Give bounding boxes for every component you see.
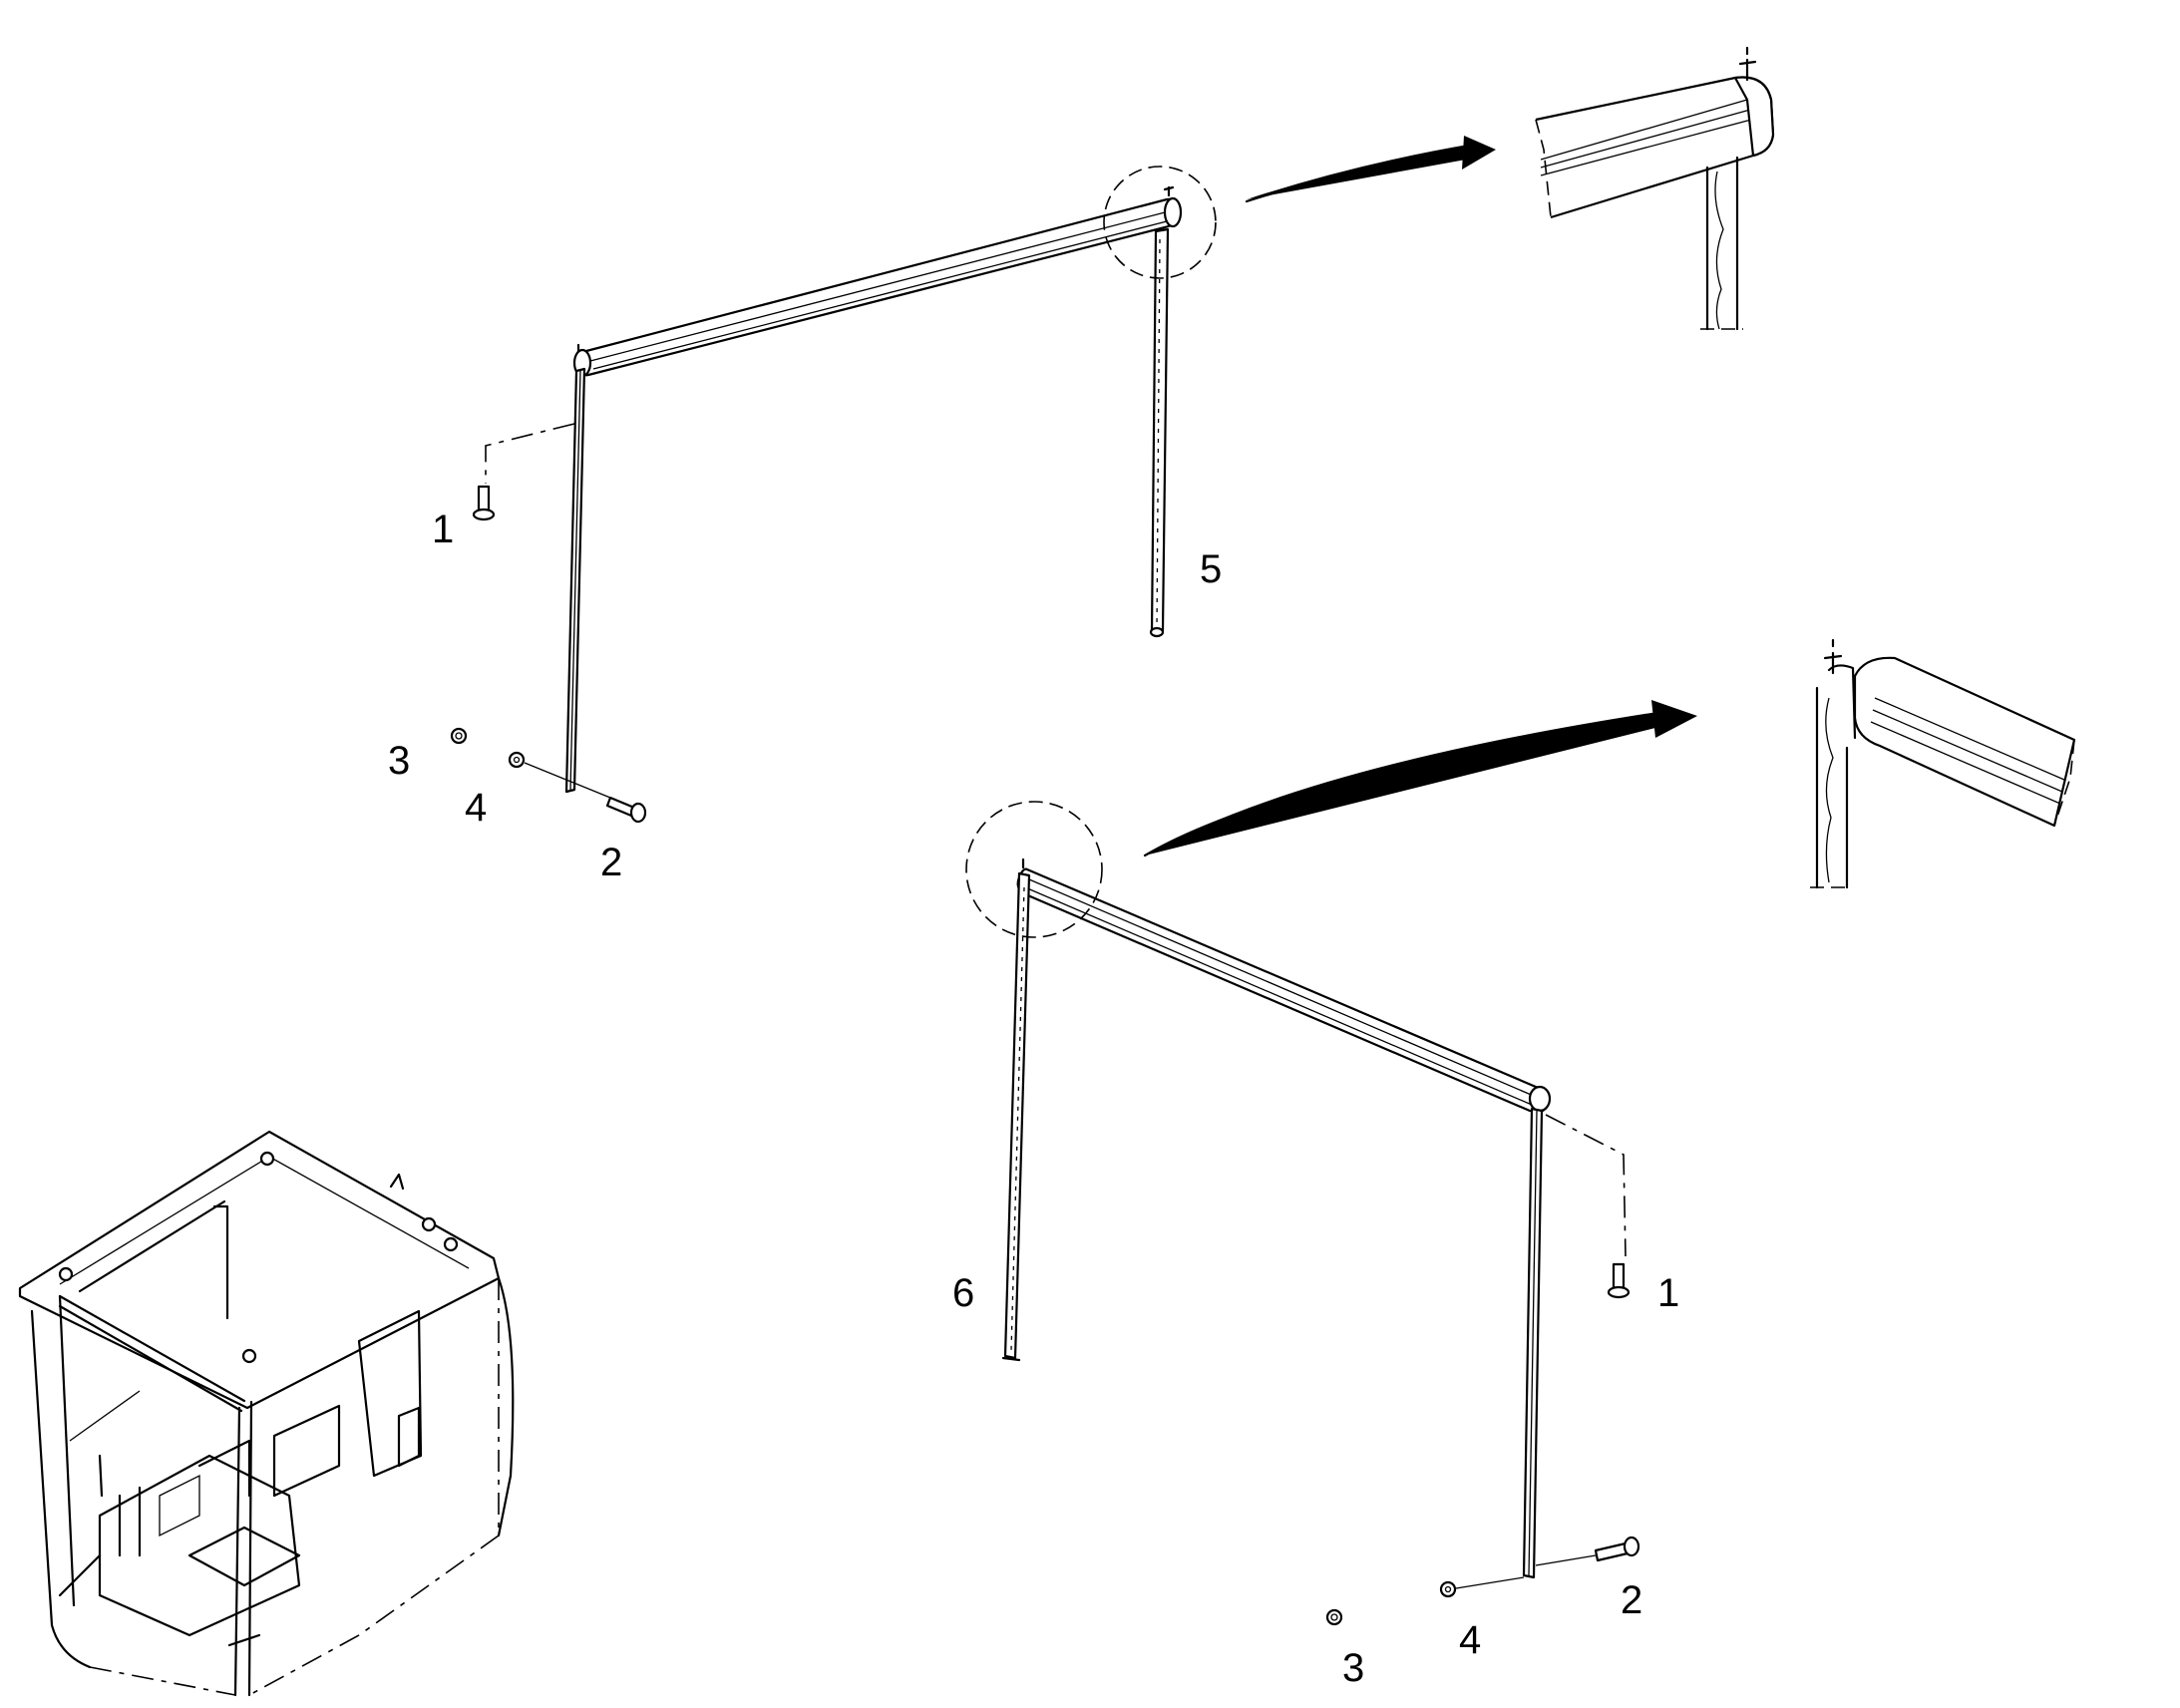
upper-detail-circle: [1103, 166, 1217, 279]
callout-2-lower: 2: [1621, 1578, 1642, 1622]
callout-3-upper: 3: [388, 739, 410, 783]
screw-1-upper: [472, 485, 496, 521]
nut-3-lower: [1325, 1608, 1343, 1626]
washer-4-upper: [508, 751, 526, 769]
upper-detail-arrow: [1245, 136, 1496, 203]
callout-6: 6: [952, 1271, 974, 1315]
callout-4-lower: 4: [1459, 1618, 1481, 1662]
upper-zoom-detail: [1535, 46, 1775, 331]
upper-end-cap-right: [1163, 196, 1183, 228]
lower-roller-tube: [1016, 867, 1550, 1114]
bolt-2-upper: [605, 796, 647, 824]
lower-end-cap-right: [1528, 1085, 1552, 1113]
callout-5: 5: [1200, 547, 1222, 591]
lower-detail-circle: [965, 801, 1103, 938]
callout-1-upper: 1: [432, 508, 454, 551]
lower-detail-arrow: [1143, 700, 1697, 857]
upper-roller-blind-assembly: [450, 166, 1217, 824]
callout-1-lower: 1: [1657, 1271, 1679, 1315]
bolt-2-lower: [1594, 1536, 1640, 1562]
callout-4-upper: 4: [465, 786, 487, 830]
cab-overview: [18, 1130, 515, 1697]
lower-roller-blind-assembly: [965, 801, 1640, 1626]
callout-2-upper: 2: [600, 841, 622, 884]
callout-3-lower: 3: [1342, 1646, 1364, 1690]
washer-4-lower: [1439, 1580, 1457, 1598]
nut-3-upper: [450, 727, 468, 745]
lower-zoom-detail: [1810, 638, 2076, 889]
screw-1-lower: [1607, 1262, 1631, 1299]
lower-left-rail: [1003, 871, 1031, 1360]
